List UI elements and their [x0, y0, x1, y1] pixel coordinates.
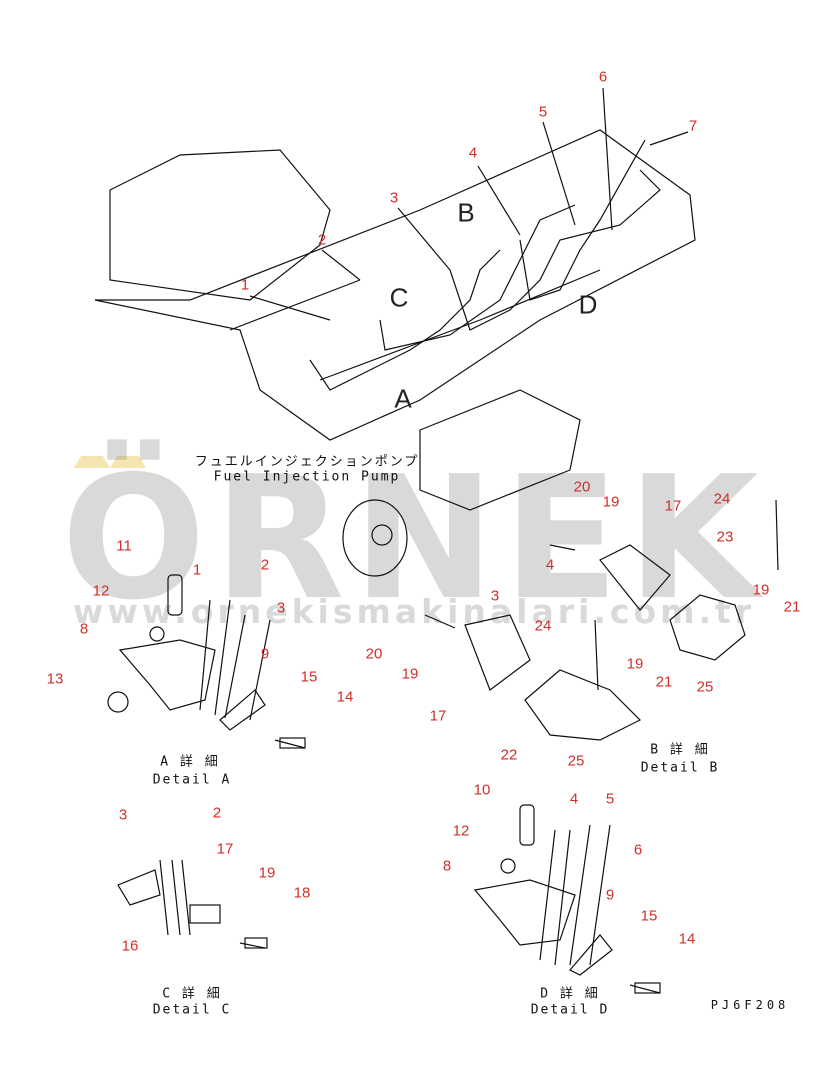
callout: 3 — [490, 587, 500, 605]
callout: 13 — [46, 670, 64, 688]
watermark-dot — [110, 456, 146, 468]
callout: 4 — [569, 790, 579, 808]
detail-d-title-en: Detail D — [530, 1002, 610, 1018]
callout: 2 — [260, 556, 270, 574]
callout: 16 — [121, 937, 139, 955]
detail-c-title-en: Detail C — [152, 1002, 232, 1018]
callout: 12 — [92, 582, 110, 600]
callout: 7 — [688, 117, 698, 135]
callout: 1 — [240, 276, 250, 294]
callout: 19 — [602, 493, 620, 511]
callout: 15 — [300, 668, 318, 686]
detail-d-title-jp: D 詳 細 — [540, 986, 600, 1002]
watermark-dot — [74, 456, 110, 468]
view-letter-d: D — [578, 289, 598, 320]
callout: 20 — [365, 645, 383, 663]
callout: 21 — [783, 598, 801, 616]
drawing-code: PJ6F208 — [710, 998, 790, 1012]
view-letter-a: A — [394, 383, 412, 414]
view-letter-c: C — [389, 282, 409, 313]
callout: 5 — [538, 103, 548, 121]
callout: 3 — [389, 189, 399, 207]
callout: 19 — [626, 655, 644, 673]
fuel-line — [379, 204, 576, 351]
callout: 19 — [752, 581, 770, 599]
callout: 6 — [598, 68, 608, 86]
callout: 6 — [633, 841, 643, 859]
callout: 17 — [429, 707, 447, 725]
callout: 24 — [534, 617, 552, 635]
detail-b-bracket — [524, 669, 642, 741]
callout: 2 — [212, 804, 222, 822]
callout: 14 — [336, 688, 354, 706]
callout: 17 — [216, 840, 234, 858]
callout: 4 — [545, 556, 555, 574]
callout: 9 — [605, 886, 615, 904]
callout: 8 — [79, 620, 89, 638]
fuel-line — [519, 139, 646, 301]
callout: 1 — [192, 561, 202, 579]
injection-pump-body — [419, 389, 581, 511]
callout: 3 — [118, 806, 128, 824]
detail-b-title-en: Detail B — [640, 760, 720, 776]
callout: 15 — [640, 907, 658, 925]
callout: 19 — [401, 665, 419, 683]
callout: 9 — [260, 645, 270, 663]
detail-d-bracket — [473, 879, 576, 946]
fuel-line — [449, 169, 661, 331]
engine-block-outline — [94, 129, 696, 441]
callout: 11 — [116, 537, 132, 555]
detail-b-bracket-2 — [669, 594, 746, 661]
view-letter-b: B — [457, 197, 475, 228]
callout: 25 — [696, 678, 714, 696]
watermark-url: www.ornekismakinalari.com.tr — [72, 592, 756, 631]
callout: 21 — [655, 673, 673, 691]
callout: 12 — [452, 822, 470, 840]
pump-label-en: Fuel Injection Pump — [213, 469, 401, 485]
watermark-brand: ÖRNEK — [61, 440, 767, 638]
fuel-line — [309, 249, 501, 391]
callout: 3 — [276, 599, 286, 617]
detail-a-title-en: Detail A — [152, 772, 232, 788]
pump-label-jp: フュエルインジェクションポンプ — [194, 454, 420, 470]
callout: 2 — [317, 231, 327, 249]
detail-c-title-jp: C 詳 細 — [162, 986, 222, 1002]
callout: 23 — [716, 528, 734, 546]
detail-a-bracket — [118, 639, 216, 711]
callout: 19 — [258, 864, 276, 882]
callout: 5 — [605, 790, 615, 808]
pump-flange — [342, 499, 408, 577]
callout: 10 — [473, 781, 491, 799]
detail-c-clip — [117, 869, 161, 906]
callout: 22 — [500, 746, 518, 764]
detail-a-title-jp: A 詳 細 — [160, 754, 220, 770]
callout: 14 — [678, 930, 696, 948]
callout: 20 — [573, 478, 591, 496]
callout: 24 — [713, 490, 731, 508]
callout: 25 — [567, 752, 585, 770]
callout: 4 — [468, 144, 478, 162]
engine-head-outline — [109, 149, 331, 301]
detail-b-title-jp: B 詳 細 — [650, 742, 710, 758]
callout: 17 — [664, 497, 682, 515]
callout: 8 — [442, 857, 452, 875]
callout: 18 — [293, 884, 311, 902]
